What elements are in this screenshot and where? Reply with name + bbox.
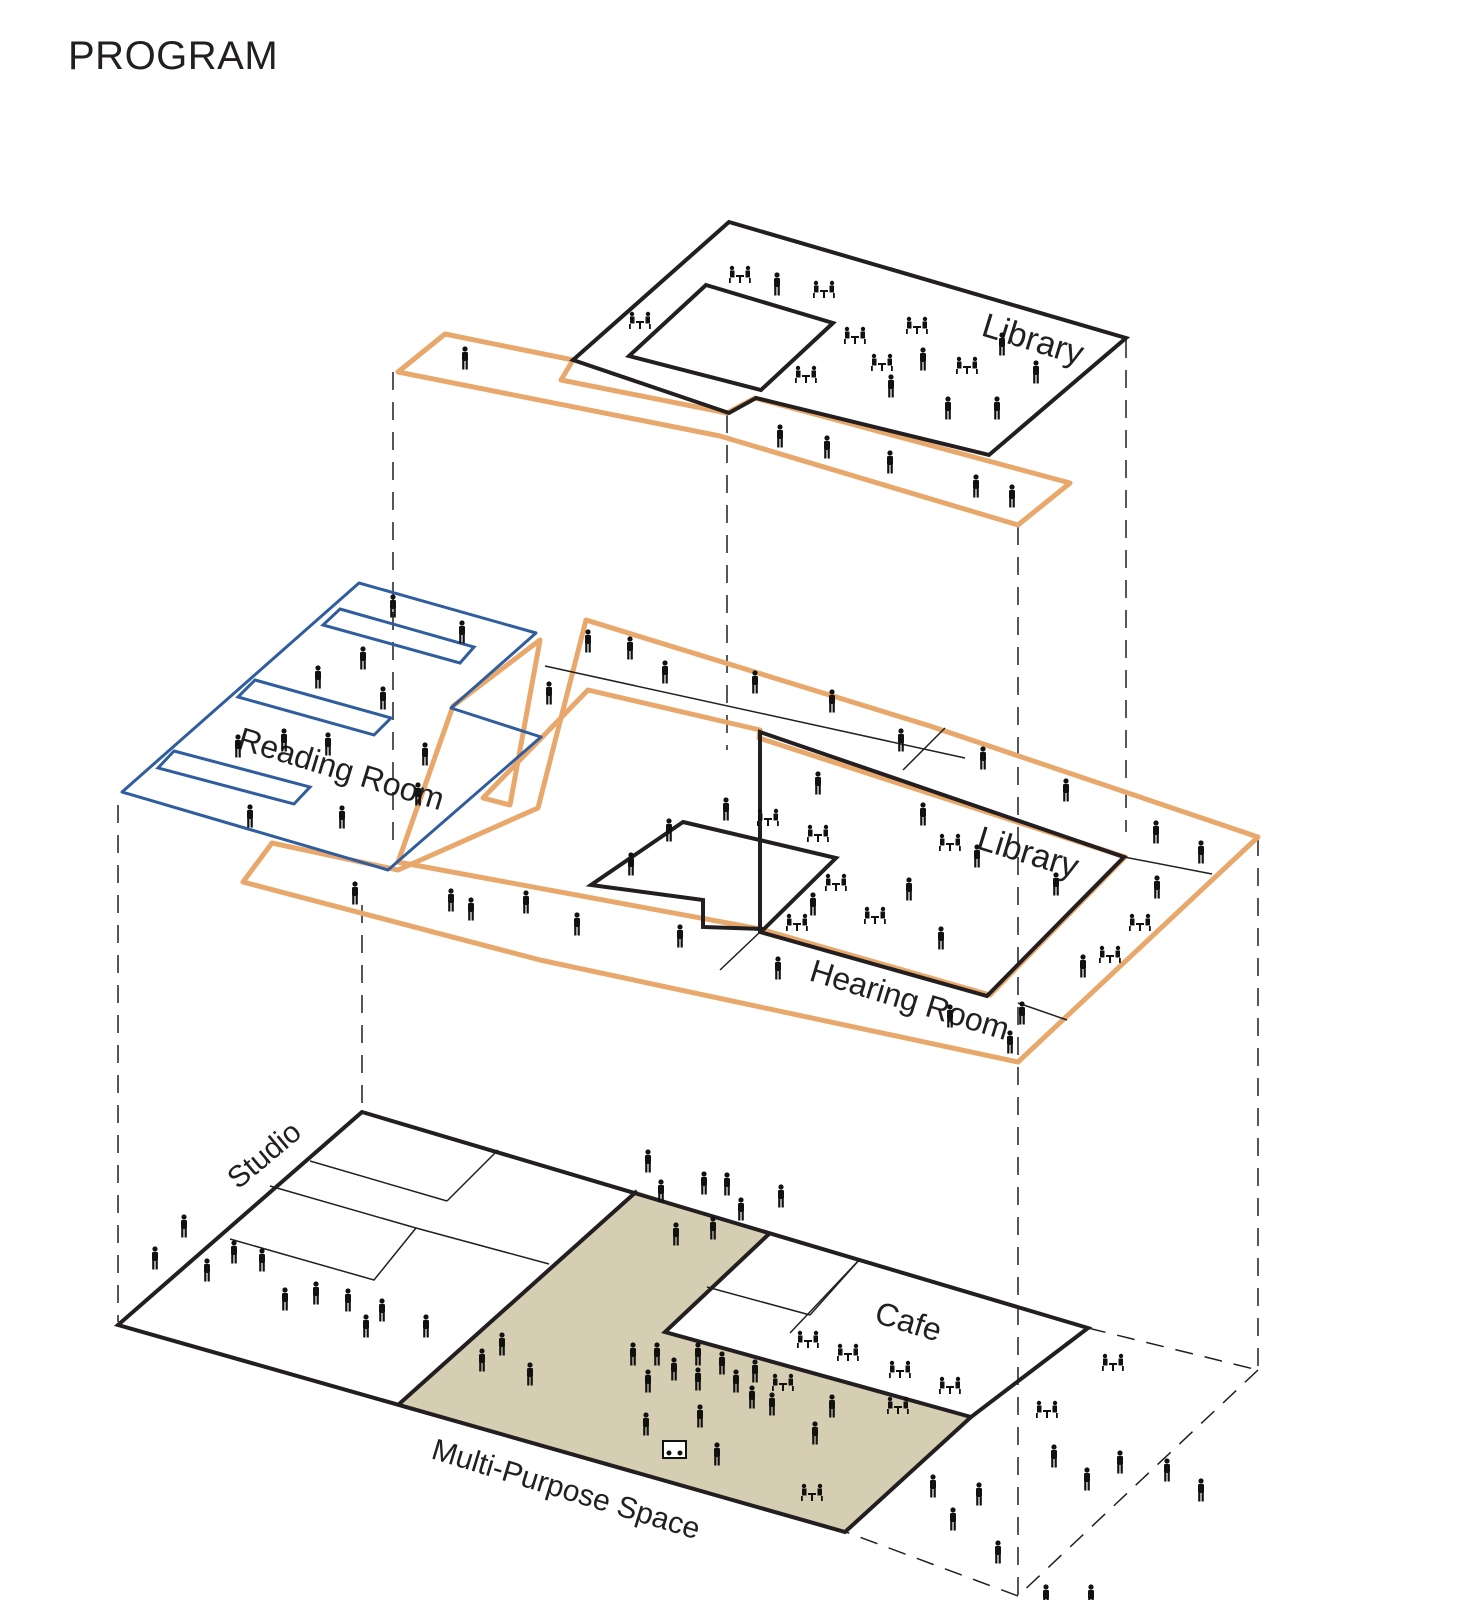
middle-void [585, 819, 840, 932]
top-level: Library [395, 219, 1131, 528]
middle-circulation-outer [240, 617, 1261, 1065]
multi-purpose-space [398, 1191, 971, 1532]
page-title: PROGRAM [68, 34, 279, 78]
label-studio: Studio [221, 1115, 307, 1195]
site-boundary-dashed [845, 1327, 1259, 1597]
people-icons [152, 265, 1204, 1600]
label-library-mid: Library [973, 819, 1084, 886]
reading-room-slab [120, 581, 543, 872]
top-circulation [395, 331, 1073, 528]
ground-level: Studio Cafe Multi-Purpose Space [113, 1109, 1093, 1546]
middle-level: Reading Room Library Hearing Room [120, 581, 1261, 1065]
label-library-top: Library [978, 306, 1089, 373]
top-courtyard [624, 282, 837, 393]
label-cafe: Cafe [871, 1294, 946, 1348]
label-hearing-room: Hearing Room [806, 952, 1014, 1047]
dj-booth-icon [662, 1440, 687, 1459]
reading-room-shelves [155, 607, 477, 806]
ground-slab [113, 1109, 1093, 1535]
top-library-slab [569, 219, 1131, 458]
middle-library-slab [758, 729, 1128, 999]
projection-lines [117, 340, 1259, 1596]
